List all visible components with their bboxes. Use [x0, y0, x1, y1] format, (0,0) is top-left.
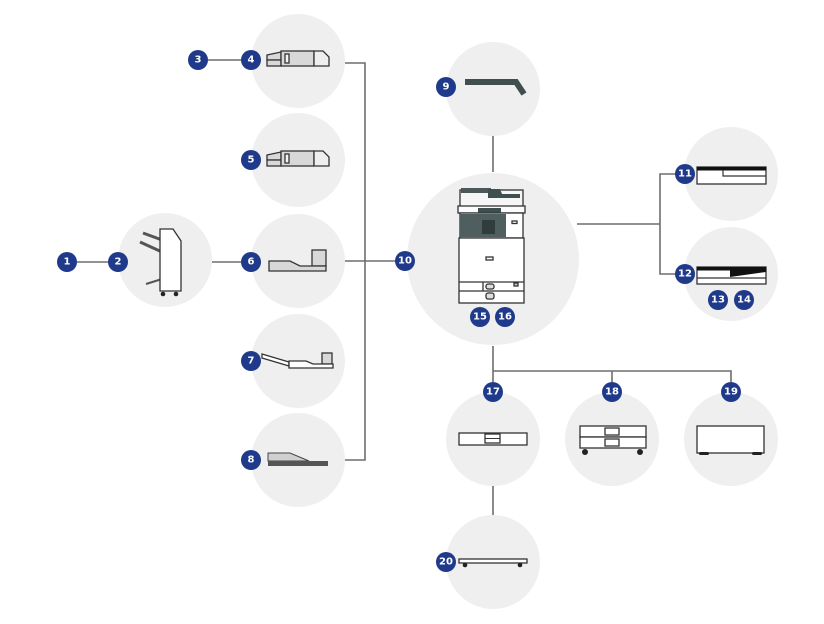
- callout-badge: 10: [395, 251, 415, 271]
- callout-number: 19: [724, 387, 738, 398]
- callout-number: 9: [443, 82, 450, 93]
- callout-badge: 7: [241, 351, 261, 371]
- callout-badge: 4: [241, 50, 261, 70]
- callout-number: 6: [248, 257, 255, 268]
- callout-number: 8: [248, 455, 255, 466]
- booklet-finisher-icon: [139, 228, 182, 297]
- callout-badge: 9: [436, 77, 456, 97]
- paper-feed-unit-icon: [696, 166, 767, 185]
- callout-number: 15: [473, 312, 487, 323]
- callout-badge: 16: [495, 307, 515, 327]
- callout-badge: 15: [470, 307, 490, 327]
- internal-finisher-icon: [266, 150, 330, 167]
- callout-number: 1: [64, 257, 71, 268]
- callout-number: 4: [248, 55, 255, 66]
- callout-badge: 3: [188, 50, 208, 70]
- callout-badge: 17: [483, 382, 503, 402]
- callout-badge: 2: [108, 252, 128, 272]
- callout-badge: 13: [708, 290, 728, 310]
- callout-number: 14: [737, 295, 751, 306]
- paper-feed-unit-icon: [696, 266, 767, 285]
- mfp-printer-icon: [457, 188, 526, 304]
- callout-badge: 14: [734, 290, 754, 310]
- callout-badge: 1: [57, 252, 77, 272]
- side-tray-icon: [465, 79, 527, 96]
- callout-number: 5: [248, 155, 255, 166]
- callout-number: 2: [115, 257, 122, 268]
- callout-badge: 11: [675, 164, 695, 184]
- two-tray-cabinet-icon: [579, 425, 647, 455]
- callout-badge: 12: [675, 264, 695, 284]
- internal-finisher-icon: [266, 50, 330, 67]
- callout-number: 11: [678, 169, 692, 180]
- connectors: [77, 59, 732, 516]
- callout-number: 13: [711, 295, 725, 306]
- callout-number: 7: [248, 356, 255, 367]
- callout-number: 12: [678, 269, 692, 280]
- callout-badge: 20: [436, 552, 456, 572]
- bridge-tray-icon: [268, 249, 327, 272]
- circle-bridge-unit: [251, 214, 345, 308]
- connector-bracket-right: [659, 173, 683, 275]
- shift-tray-icon: [261, 352, 334, 369]
- callout-badge: 19: [721, 382, 741, 402]
- connector-bottom-bar: [493, 370, 732, 382]
- component-circles: [118, 14, 778, 609]
- callout-number: 3: [195, 55, 202, 66]
- callout-number: 20: [439, 557, 453, 568]
- callout-number: 10: [398, 256, 412, 267]
- callout-badge: 8: [241, 450, 261, 470]
- callout-number: 18: [605, 387, 619, 398]
- callout-badge: 6: [241, 252, 261, 272]
- caster-table-icon: [458, 558, 528, 568]
- callout-badge: 18: [602, 382, 622, 402]
- callout-number: 17: [486, 387, 500, 398]
- circle-side-tray: [446, 42, 540, 136]
- callout-number: 16: [498, 312, 512, 323]
- internal-tray-icon: [267, 452, 328, 466]
- cabinet-icon: [696, 425, 765, 455]
- callout-badge: 5: [241, 150, 261, 170]
- single-tray-icon: [458, 432, 528, 446]
